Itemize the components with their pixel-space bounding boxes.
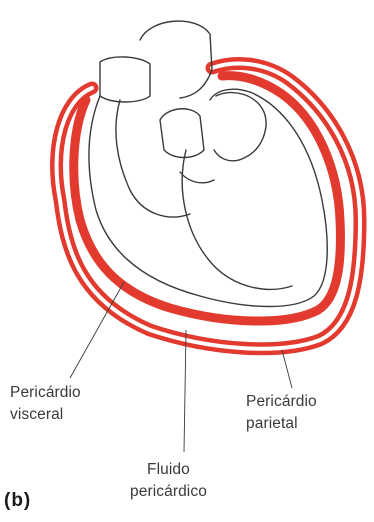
heart-body-outline bbox=[89, 89, 327, 306]
label-parietal-line2: parietal bbox=[246, 413, 317, 435]
label-visceral-pericardium: Pericárdio visceral bbox=[10, 382, 81, 426]
visceral-pericardium bbox=[74, 76, 341, 321]
pulmonary-trunk-outline bbox=[160, 109, 204, 158]
label-fluid-line2: pericárdico bbox=[130, 481, 207, 503]
septum-outline bbox=[182, 150, 292, 289]
left-atrium-outline bbox=[214, 93, 266, 161]
leader-fluid bbox=[184, 330, 186, 452]
label-visceral-line2: visceral bbox=[10, 404, 81, 426]
leader-parietal bbox=[282, 350, 292, 388]
vena-cava-outline bbox=[100, 57, 150, 102]
panel-letter: (b) bbox=[4, 490, 31, 512]
label-parietal-pericardium: Pericárdio parietal bbox=[246, 391, 317, 435]
label-pericardial-fluid: Fluido pericárdico bbox=[130, 459, 207, 503]
label-visceral-line1: Pericárdio bbox=[10, 382, 81, 404]
label-parietal-line1: Pericárdio bbox=[246, 391, 317, 413]
valve-outline bbox=[180, 172, 214, 183]
aorta-outline bbox=[140, 21, 212, 98]
parietal-pericardium bbox=[57, 64, 360, 349]
label-fluid-line1: Fluido bbox=[130, 459, 207, 481]
right-atrium-outline bbox=[116, 100, 190, 217]
